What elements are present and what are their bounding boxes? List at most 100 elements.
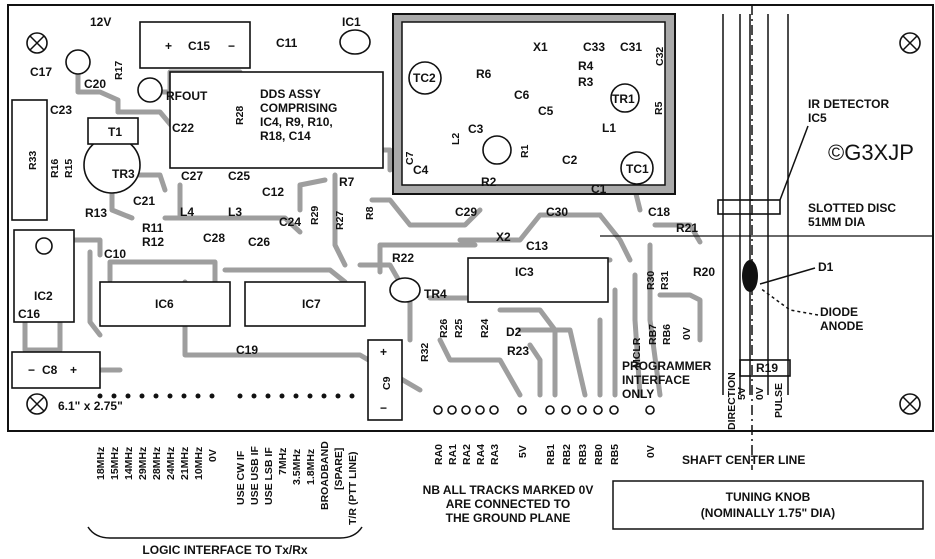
logic-28mhz: 28MHz xyxy=(151,447,163,480)
label-c1: C1 xyxy=(591,182,607,196)
label-c22: C22 xyxy=(172,121,194,135)
prog-rb1: RB1 xyxy=(545,444,557,465)
shaft-direction: DIRECTION xyxy=(726,372,738,430)
shaft-5v: 5V xyxy=(736,387,748,400)
label-c2: C2 xyxy=(562,153,578,167)
label-x2: X2 xyxy=(496,230,511,244)
label-t1: T1 xyxy=(108,125,122,139)
label-tr1: TR1 xyxy=(612,92,635,106)
c8-minus: − xyxy=(28,363,35,377)
logic-14mhz: 14MHz xyxy=(123,447,135,480)
label-r22: R22 xyxy=(392,251,414,265)
logic-labels: 18MHz 15MHz 14MHz 29MHz 28MHz 24MHz 21MH… xyxy=(95,441,359,525)
label-r27: R27 xyxy=(334,211,346,230)
tr4-transistor xyxy=(389,277,421,303)
tuning-knob-label1: TUNING KNOB xyxy=(726,490,811,504)
prog-ra4: RA4 xyxy=(475,444,487,465)
label-r28: R28 xyxy=(234,106,246,125)
label-r6: R6 xyxy=(476,67,492,81)
label-ic2: IC2 xyxy=(34,289,53,303)
label-c11: C11 xyxy=(276,36,298,50)
label-x1: X1 xyxy=(533,40,548,54)
tr3-transistor xyxy=(83,136,141,194)
label-r15: R15 xyxy=(63,159,75,178)
programmer-header-pins xyxy=(433,405,655,415)
prog-5v: 5V xyxy=(517,445,529,458)
prog-ra3: RA3 xyxy=(489,444,501,465)
prog-ra1: RA1 xyxy=(447,444,459,465)
ir-detector xyxy=(717,199,781,215)
label-c4: C4 xyxy=(413,163,429,177)
label-ic7: IC7 xyxy=(302,297,321,311)
label-r29: R29 xyxy=(309,206,321,225)
label-c20: C20 xyxy=(84,77,106,91)
label-l4: L4 xyxy=(180,205,194,219)
label-c30: C30 xyxy=(546,205,568,219)
label-r11: R11 xyxy=(142,221,164,235)
ic1-chip xyxy=(339,29,371,55)
prog-rb2: RB2 xyxy=(561,444,573,465)
tc2-trimmer xyxy=(408,61,442,95)
label-c17: C17 xyxy=(30,65,52,79)
label-r23: R23 xyxy=(507,344,529,358)
label-c32: C32 xyxy=(654,47,666,66)
label-c26: C26 xyxy=(248,235,270,249)
label-r12: R12 xyxy=(142,235,164,249)
label-c15: C15 xyxy=(188,39,210,53)
ground-note-line3: THE GROUND PLANE xyxy=(446,511,571,525)
label-r3: R3 xyxy=(578,75,594,89)
label-r7: R7 xyxy=(339,175,355,189)
pin-rb7: RB7 xyxy=(647,324,659,345)
ground-note-line2: ARE CONNECTED TO xyxy=(446,497,570,511)
logic-tr-ptt: T/R (PTT LINE) xyxy=(347,452,359,526)
label-r1: R1 xyxy=(519,144,531,158)
c8-plus: + xyxy=(70,363,77,377)
prog-ra0: RA0 xyxy=(433,444,445,465)
prog-0v: 0V xyxy=(645,445,657,458)
label-12v: 12V xyxy=(90,15,111,29)
shaft-pulse: PULSE xyxy=(773,383,785,418)
label-c31: C31 xyxy=(620,40,642,54)
label-r8: R8 xyxy=(364,206,376,220)
label-r26: R26 xyxy=(438,319,450,338)
prog-rb3: RB3 xyxy=(577,444,589,465)
logic-broadband: BROADBAND xyxy=(319,441,331,510)
tc1-trimmer xyxy=(620,151,654,185)
mounting-holes xyxy=(26,32,921,415)
logic-usb-if: USE USB IF xyxy=(249,445,261,505)
label-tr4: TR4 xyxy=(424,287,447,301)
label-c27: C27 xyxy=(181,169,203,183)
label-r30: R30 xyxy=(645,271,657,290)
label-l3: L3 xyxy=(228,205,242,219)
label-c28: C28 xyxy=(203,231,225,245)
label-c7: C7 xyxy=(404,151,416,165)
programmer-labels: RA0 RA1 RA2 RA4 RA3 5V RB1 RB2 RB3 RB0 R… xyxy=(433,444,657,465)
copyright-mark: ©G3XJP xyxy=(828,140,914,165)
label-ic3: IC3 xyxy=(515,265,534,279)
logic-1-8mhz: 1.8MHz xyxy=(305,449,317,485)
label-c23: C23 xyxy=(50,103,72,117)
c9-capacitor xyxy=(367,339,403,421)
logic-bracket xyxy=(87,526,363,539)
prog-ra2: RA2 xyxy=(461,444,473,465)
label-r2: R2 xyxy=(481,175,497,189)
label-c13: C13 xyxy=(526,239,548,253)
shaft-center-label: SHAFT CENTER LINE xyxy=(682,453,805,467)
logic-0v: 0V xyxy=(207,449,219,462)
c15-minus: − xyxy=(228,39,235,53)
tr1-transistor xyxy=(610,83,640,113)
label-tc2: TC2 xyxy=(413,71,436,85)
label-r33: R33 xyxy=(27,151,39,170)
r33-resistor xyxy=(11,99,48,221)
label-d1: D1 xyxy=(818,260,834,274)
shaft-0v: 0V xyxy=(754,387,766,400)
label-r13: R13 xyxy=(85,206,107,220)
logic-7mhz: 7MHz xyxy=(277,448,289,475)
label-rfout: RFOUT xyxy=(166,89,208,103)
label-c16: C16 xyxy=(18,307,40,321)
label-c9: C9 xyxy=(381,376,393,390)
label-r16: R16 xyxy=(49,159,61,178)
pin-mclr: MCLR xyxy=(631,337,643,368)
label-c29: C29 xyxy=(455,205,477,219)
c9-minus: − xyxy=(380,401,387,415)
